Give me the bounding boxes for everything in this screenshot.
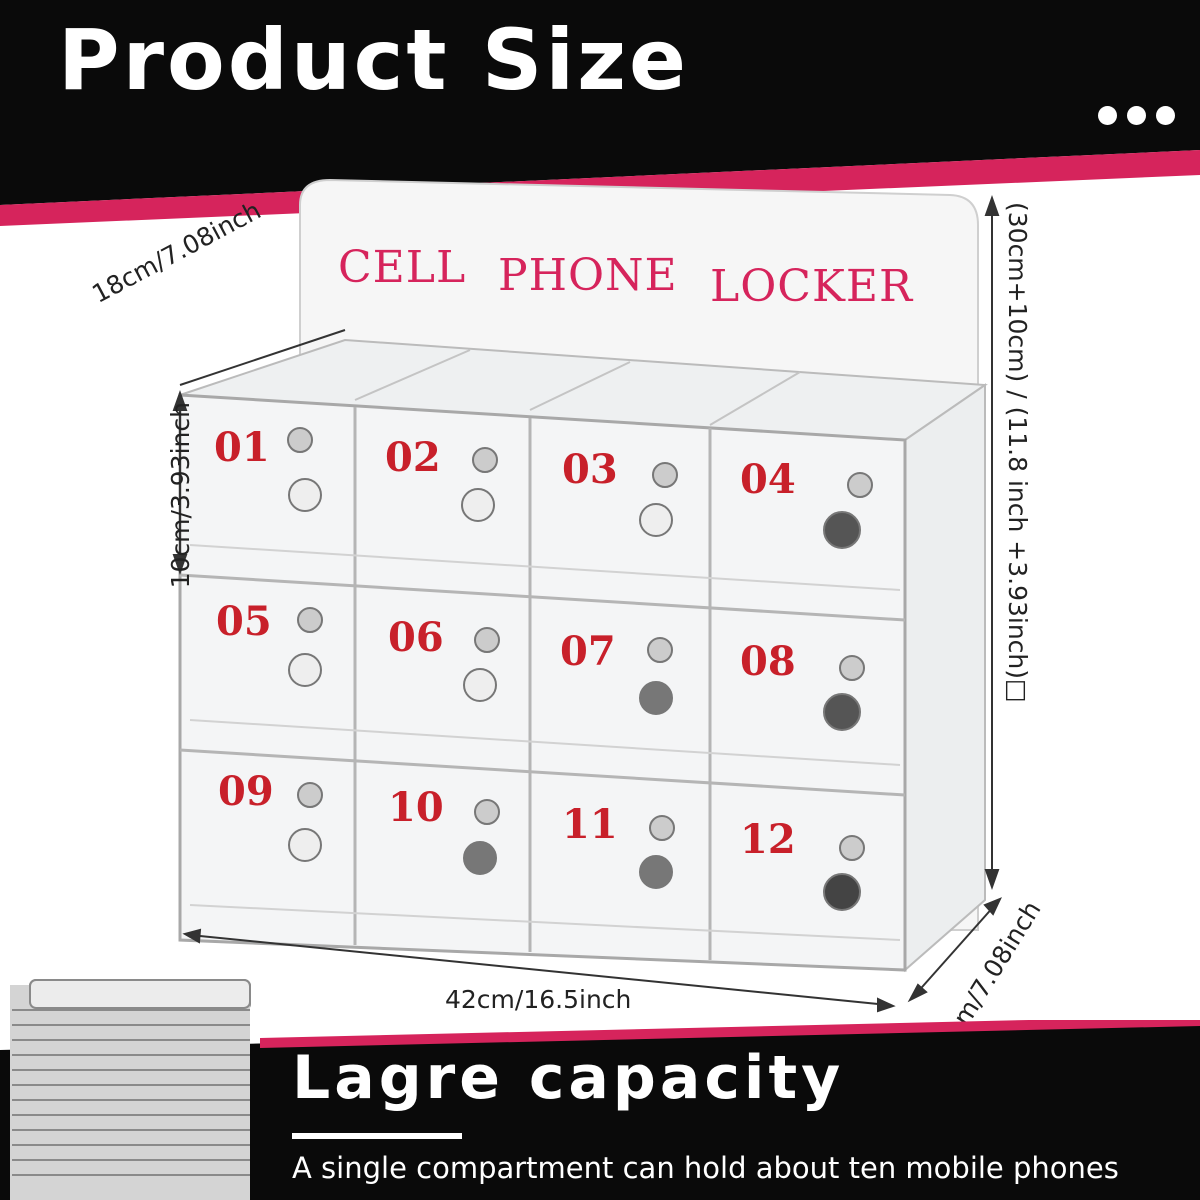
- footer-band: [0, 1020, 1200, 1200]
- locker-number: 10: [388, 784, 444, 831]
- sign-word-phone: PHONE: [498, 250, 678, 301]
- locker-number: 04: [740, 456, 796, 503]
- more-dots-icon: [1098, 106, 1194, 130]
- title-underline: [292, 1133, 462, 1139]
- total-height-label: (30cm+10cm) / (11.8 inch +3.93inch)□: [1003, 202, 1032, 703]
- page-title: Product Size: [58, 11, 689, 109]
- width-arrow: [189, 934, 889, 1006]
- locker-number: 12: [740, 816, 796, 863]
- locker-number: 08: [740, 638, 796, 685]
- top-depth-arrow: [179, 329, 346, 386]
- locker-number: 03: [562, 446, 618, 493]
- capacity-subtitle: A single compartment can hold about ten …: [292, 1151, 1119, 1185]
- sign-word-cell: CELL: [338, 242, 467, 293]
- lock-icons: [287, 427, 873, 911]
- sign-word-locker: LOCKER: [710, 261, 914, 312]
- width-label: 42cm/16.5inch: [445, 985, 632, 1014]
- compartment-height-label: 10cm/3.93inch: [166, 402, 195, 589]
- capacity-title: Lagre capacity: [292, 1043, 845, 1113]
- locker-number: 02: [385, 434, 441, 481]
- locker-number: 05: [216, 598, 272, 645]
- bottom-depth-arrow: [914, 904, 996, 996]
- locker-number: 01: [214, 424, 270, 471]
- locker-number: 09: [218, 768, 274, 815]
- locker-number: 07: [560, 628, 616, 675]
- locker-number: 06: [388, 614, 444, 661]
- cabinet-front: [178, 393, 907, 972]
- cabinet-side: [904, 383, 986, 973]
- phone-stack-overlay: [10, 979, 251, 1200]
- locker-number: 11: [562, 801, 618, 848]
